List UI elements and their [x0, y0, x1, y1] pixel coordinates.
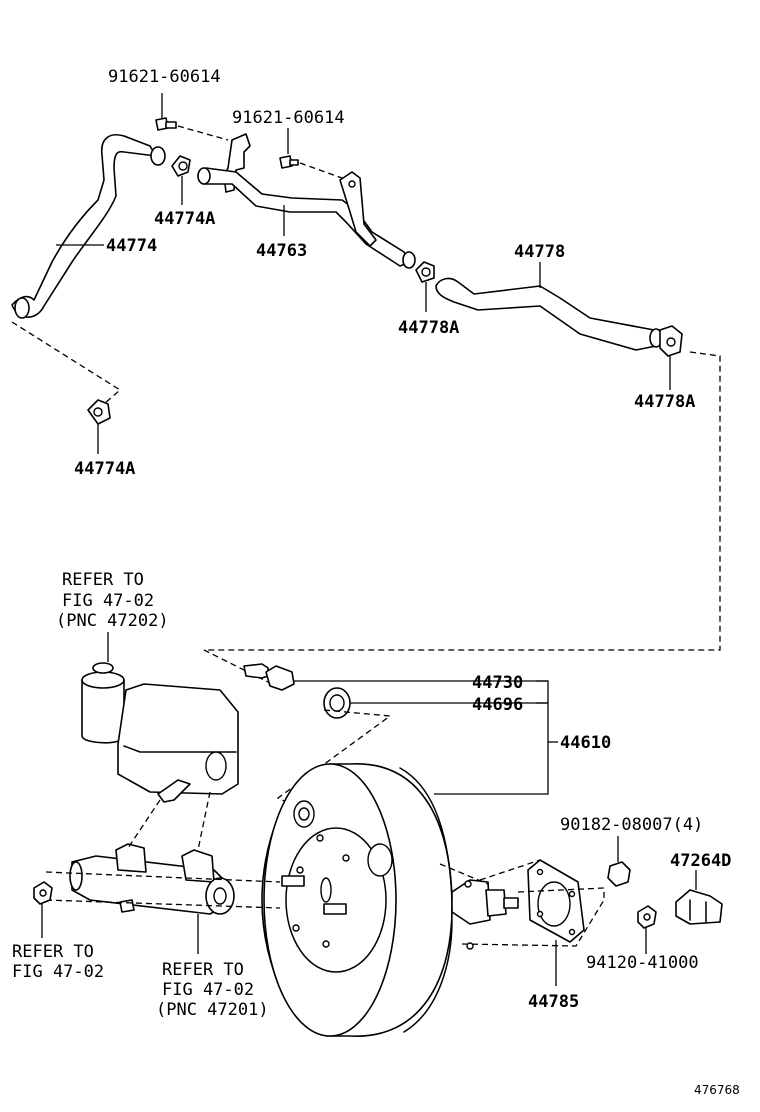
bolt-91621-upper-left: [155, 93, 229, 141]
label-hose-44778: 44778: [514, 242, 565, 262]
hose-44774: [11, 134, 166, 319]
label-bolt-1: 91621-60614: [108, 67, 221, 87]
clamp-44778a-mid: [415, 261, 435, 312]
ref-reservoir-line-3: (PNC 47202): [56, 611, 169, 631]
diagram-id: 476768: [694, 1083, 740, 1097]
clamp-44778a-right: [659, 325, 683, 390]
label-hose-44774: 44774: [106, 236, 157, 256]
reservoir: [81, 632, 239, 803]
label-bolt-2: 91621-60614: [232, 108, 345, 128]
ref-left-line-2: FIG 47-02: [12, 962, 104, 982]
label-clamp-44774a-lower: 44774A: [74, 459, 135, 479]
pipe-44763: [197, 133, 416, 269]
ref-cylinder-line-2: FIG 47-02: [162, 980, 254, 1000]
clamp-44774a-upper: [171, 155, 191, 205]
dashed-leaders-lower: [439, 859, 605, 947]
label-clamp-44774a-upper: 44774A: [154, 209, 215, 229]
check-valve-44730: [243, 663, 548, 691]
nut-94120: [637, 905, 657, 954]
clamp-44774a-lower: [87, 399, 111, 454]
bracket-44610: [434, 680, 558, 795]
dashed-leaders-upper: [11, 321, 721, 685]
label-pipe-44763: 44763: [256, 241, 307, 261]
label-clamp-44778a-right: 44778A: [634, 392, 695, 412]
nut-left: [33, 881, 53, 938]
gasket-44785: [527, 859, 585, 986]
clip-47264d: [675, 870, 723, 925]
master-cylinder: [45, 791, 281, 954]
label-44610: 44610: [560, 733, 611, 753]
label-nut-90182: 90182-08007(4): [560, 815, 703, 835]
ref-reservoir-line-1: REFER TO: [62, 570, 144, 590]
grommet-44696: [276, 687, 548, 811]
hose-44778: [435, 277, 663, 351]
ref-reservoir-line-2: FIG 47-02: [62, 591, 154, 611]
label-47264d: 47264D: [670, 851, 731, 871]
ref-left-line-1: REFER TO: [12, 942, 94, 962]
label-clamp-44778a-mid: 44778A: [398, 318, 459, 338]
nut-90182: [607, 836, 631, 887]
brake-booster-44610: [261, 763, 519, 1037]
label-44730: 44730: [472, 673, 523, 693]
label-gasket-44785: 44785: [528, 992, 579, 1012]
ref-cylinder-line-3: (PNC 47201): [156, 1000, 269, 1020]
bolt-91621-upper-right: [279, 128, 343, 179]
ref-cylinder-line-1: REFER TO: [162, 960, 244, 980]
label-nut-94120: 94120-41000: [586, 953, 699, 973]
label-44696: 44696: [472, 695, 523, 715]
